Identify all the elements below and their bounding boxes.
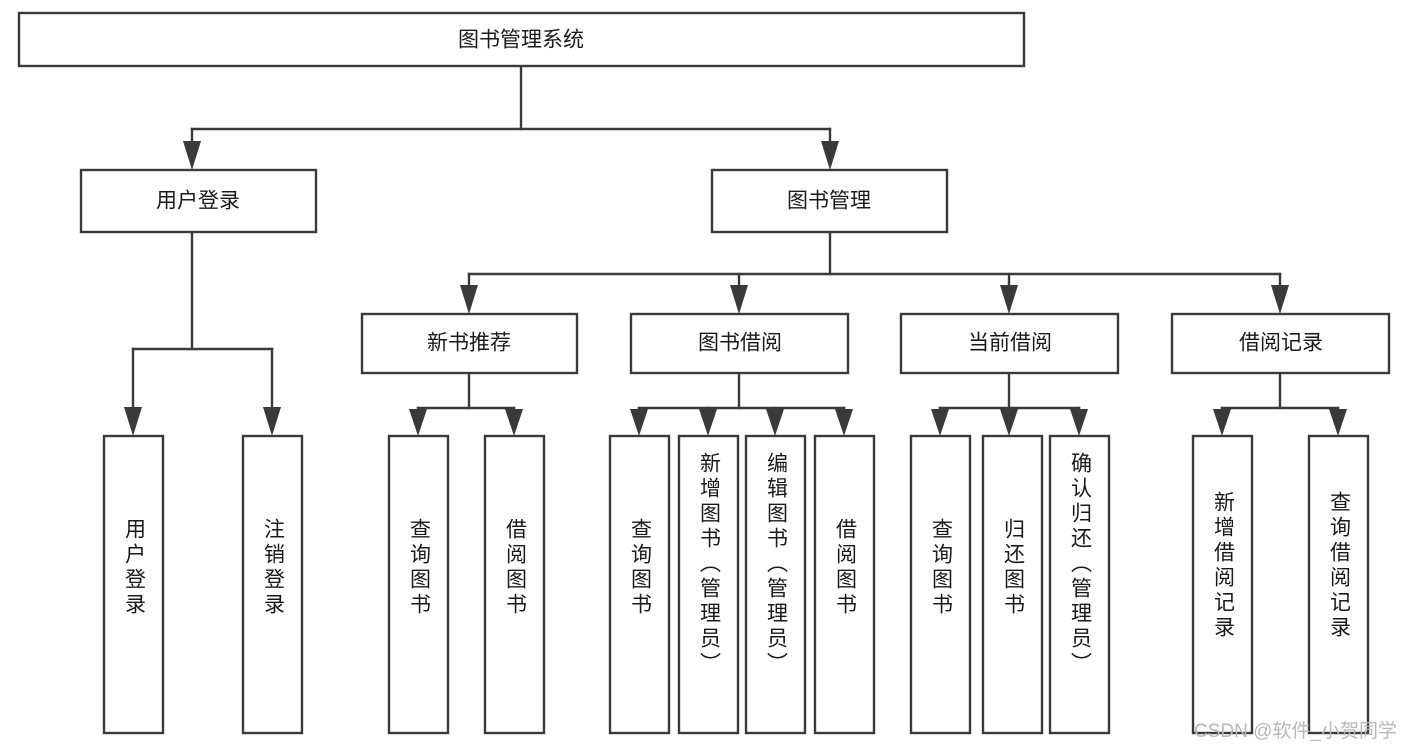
connector-group-book-manage [460,230,1289,314]
arrow-to-leaf-query-book-3 [931,409,949,436]
node-leaf-add-record-label: 新增借阅记录 [1212,491,1236,641]
arrow-to-leaf-user-login [124,407,142,436]
arrow-to-leaf-confirm-return [1070,409,1088,436]
connector-group-new-book-rec [409,371,523,436]
node-current-borrow-box[interactable] [899,312,1120,375]
arrow-to-leaf-borrow-book-1 [505,409,523,436]
node-leaf-return-book-box[interactable] [981,434,1044,735]
arrow-to-new-book-rec [460,285,478,314]
node-leaf-return-book[interactable]: 归还图书 [981,434,1044,735]
node-new-book-rec[interactable]: 新书推荐 [360,312,579,375]
node-root[interactable]: 图书管理系统 [17,11,1026,68]
node-book-borrow-box[interactable] [629,312,850,375]
connector-group-current-borrow [931,371,1088,436]
connector-group-root [183,64,839,170]
node-leaf-add-book[interactable]: 新增图书（管理员） [677,434,740,735]
node-leaf-borrow-book-1-box[interactable] [483,434,546,735]
node-leaf-query-book-2-label: 查询图书 [629,518,653,618]
node-book-manage[interactable]: 图书管理 [710,168,949,234]
node-leaf-confirm-return-label: 确认归还（管理员） [1069,452,1093,677]
arrow-to-leaf-edit-book [766,409,784,436]
node-user-login-box[interactable] [79,168,318,234]
arrow-to-leaf-borrow-book-2 [835,409,853,436]
node-leaf-borrow-book-1[interactable]: 借阅图书 [483,434,546,735]
node-root-box[interactable] [17,11,1026,68]
node-book-borrow-label: 图书借阅 [698,332,782,355]
node-leaf-user-login-label: 用户登录 [123,518,147,618]
node-leaf-query-record[interactable]: 查询借阅记录 [1307,434,1370,735]
node-book-borrow[interactable]: 图书借阅 [629,312,850,375]
arrow-root-to-user-login [183,141,201,170]
node-current-borrow[interactable]: 当前借阅 [899,312,1120,375]
arrow-to-current-borrow [1000,285,1018,314]
arrow-to-leaf-return-book [1000,409,1018,436]
arrow-to-leaf-query-book-1 [409,409,427,436]
node-leaf-query-record-label: 查询借阅记录 [1328,491,1352,641]
node-leaf-logout[interactable]: 注销登录 [241,434,304,735]
node-leaf-query-book-1[interactable]: 查询图书 [387,434,450,735]
node-borrow-record-label: 借阅记录 [1239,332,1323,355]
node-root-label: 图书管理系统 [458,29,584,52]
node-leaf-user-login[interactable]: 用户登录 [102,434,165,735]
node-leaf-logout-label: 注销登录 [262,518,286,618]
node-leaf-query-book-2-box[interactable] [608,434,671,735]
node-borrow-record-box[interactable] [1170,312,1391,375]
node-leaf-edit-book-label: 编辑图书（管理员） [765,452,789,677]
arrow-to-borrow-record [1271,285,1289,314]
node-new-book-rec-label: 新书推荐 [427,332,511,355]
arrow-to-leaf-add-record [1213,409,1231,436]
node-leaf-logout-box[interactable] [241,434,304,735]
connector-group-book-borrow [630,371,853,436]
node-current-borrow-label: 当前借阅 [968,332,1052,355]
node-leaf-query-book-3-box[interactable] [909,434,972,735]
node-book-manage-box[interactable] [710,168,949,234]
arrow-to-leaf-logout [263,407,281,436]
node-book-manage-label: 图书管理 [787,190,871,213]
arrow-root-to-book-manage [821,141,839,170]
node-leaf-edit-book-box[interactable] [744,434,807,735]
node-user-login[interactable]: 用户登录 [79,168,318,234]
node-leaf-query-book-3-label: 查询图书 [930,518,954,618]
connector-group-borrow-record [1213,371,1347,436]
arrow-to-leaf-query-book-2 [630,409,648,436]
node-leaf-borrow-book-1-label: 借阅图书 [504,518,528,618]
node-leaf-return-book-label: 归还图书 [1002,518,1026,618]
node-leaf-add-record[interactable]: 新增借阅记录 [1191,434,1254,735]
node-leaf-add-book-label: 新增图书（管理员） [698,452,722,677]
arrow-to-leaf-add-book [699,409,717,436]
node-leaf-query-record-box[interactable] [1307,434,1370,735]
arrow-to-leaf-query-record [1329,409,1347,436]
node-leaf-borrow-book-2-box[interactable] [813,434,876,735]
node-leaf-user-login-box[interactable] [102,434,165,735]
node-leaf-confirm-return-box[interactable] [1048,434,1111,735]
node-leaf-edit-book[interactable]: 编辑图书（管理员） [744,434,807,735]
node-leaf-borrow-book-2-label: 借阅图书 [834,518,858,618]
node-leaf-add-record-box[interactable] [1191,434,1254,735]
node-leaf-borrow-book-2[interactable]: 借阅图书 [813,434,876,735]
node-leaf-confirm-return[interactable]: 确认归还（管理员） [1048,434,1111,735]
node-leaf-query-book-2[interactable]: 查询图书 [608,434,671,735]
node-borrow-record[interactable]: 借阅记录 [1170,312,1391,375]
node-leaf-query-book-1-label: 查询图书 [408,518,432,618]
node-leaf-query-book-3[interactable]: 查询图书 [909,434,972,735]
node-user-login-label: 用户登录 [156,190,240,213]
arrow-to-book-borrow [730,285,748,314]
node-leaf-add-book-box[interactable] [677,434,740,735]
node-new-book-rec-box[interactable] [360,312,579,375]
connector-group-user-login [124,230,281,436]
node-leaf-query-book-1-box[interactable] [387,434,450,735]
